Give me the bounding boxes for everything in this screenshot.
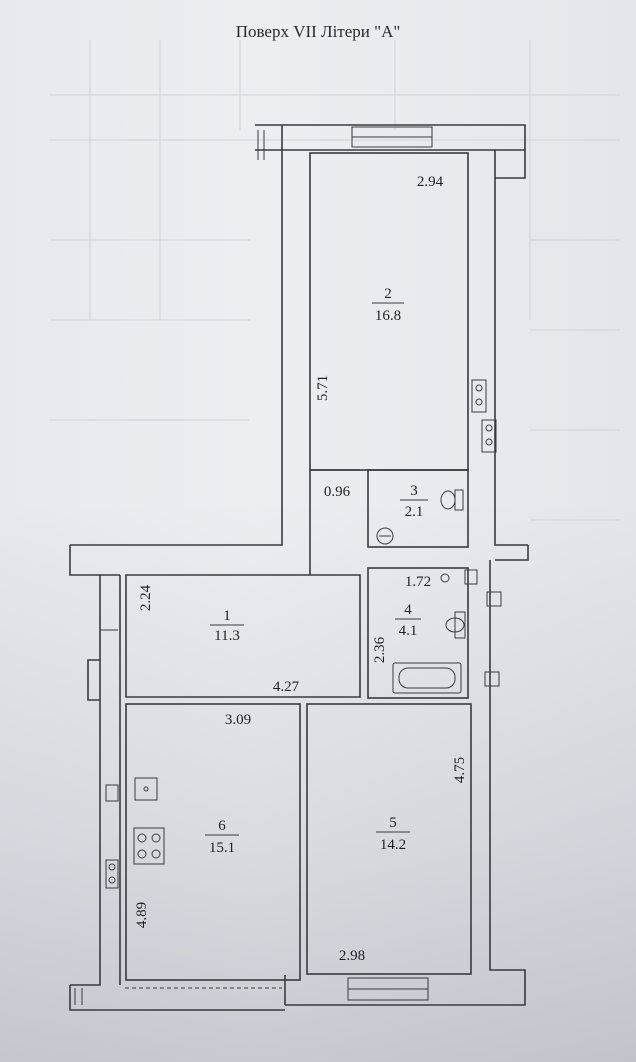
dim-room6-width: 3.09 xyxy=(225,712,251,728)
svg-text:3: 3 xyxy=(410,483,418,499)
svg-text:2.1: 2.1 xyxy=(405,504,424,520)
room-6-label: 6 15.1 xyxy=(205,818,239,856)
room-1-label: 1 11.3 xyxy=(210,608,244,644)
background-grid xyxy=(50,40,620,521)
dim-corridor-width: 0.96 xyxy=(324,484,351,500)
dim-room5-length: 4.75 xyxy=(452,757,468,783)
dim-room1-depth: 2.24 xyxy=(138,584,154,611)
svg-text:5: 5 xyxy=(389,815,397,831)
svg-text:6: 6 xyxy=(218,818,226,834)
washbasin-icon xyxy=(445,611,466,639)
room-4-label: 4 4.1 xyxy=(395,602,421,639)
svg-text:15.1: 15.1 xyxy=(209,840,235,856)
svg-text:11.3: 11.3 xyxy=(214,628,240,644)
dimension-labels: 2.94 5.71 0.96 2.24 4.27 1.72 2.36 3.09 … xyxy=(134,174,468,964)
svg-text:14.2: 14.2 xyxy=(380,837,406,853)
svg-text:1: 1 xyxy=(223,608,231,624)
svg-text:2: 2 xyxy=(384,286,392,302)
room-3-label: 3 2.1 xyxy=(400,483,428,520)
dim-room4-width: 1.72 xyxy=(405,574,431,590)
toilet-icon xyxy=(440,489,464,511)
dim-room2-width: 2.94 xyxy=(417,174,444,190)
dim-room6-length: 4.89 xyxy=(134,902,150,928)
page-title: Поверх VII Літери "А" xyxy=(235,22,401,41)
sink-icon xyxy=(376,527,394,545)
dim-room1-length: 4.27 xyxy=(273,679,300,695)
stove-icon xyxy=(133,827,165,865)
svg-text:16.8: 16.8 xyxy=(375,308,401,324)
dim-room5-width: 2.98 xyxy=(339,948,365,964)
room-2-label: 2 16.8 xyxy=(372,286,404,324)
walls xyxy=(69,124,529,1011)
svg-text:4: 4 xyxy=(404,602,412,618)
dim-room4-depth: 2.36 xyxy=(372,636,388,663)
svg-text:4.1: 4.1 xyxy=(399,623,418,639)
bathtub-icon xyxy=(392,662,462,694)
kitchen-sink-icon xyxy=(134,777,158,801)
room-labels: 2 16.8 3 2.1 1 11.3 4 4.1 6 15.1 5 14.2 xyxy=(205,286,428,856)
room-5-label: 5 14.2 xyxy=(376,815,410,853)
fixtures xyxy=(105,379,502,889)
dim-room2-length: 5.71 xyxy=(315,375,331,401)
